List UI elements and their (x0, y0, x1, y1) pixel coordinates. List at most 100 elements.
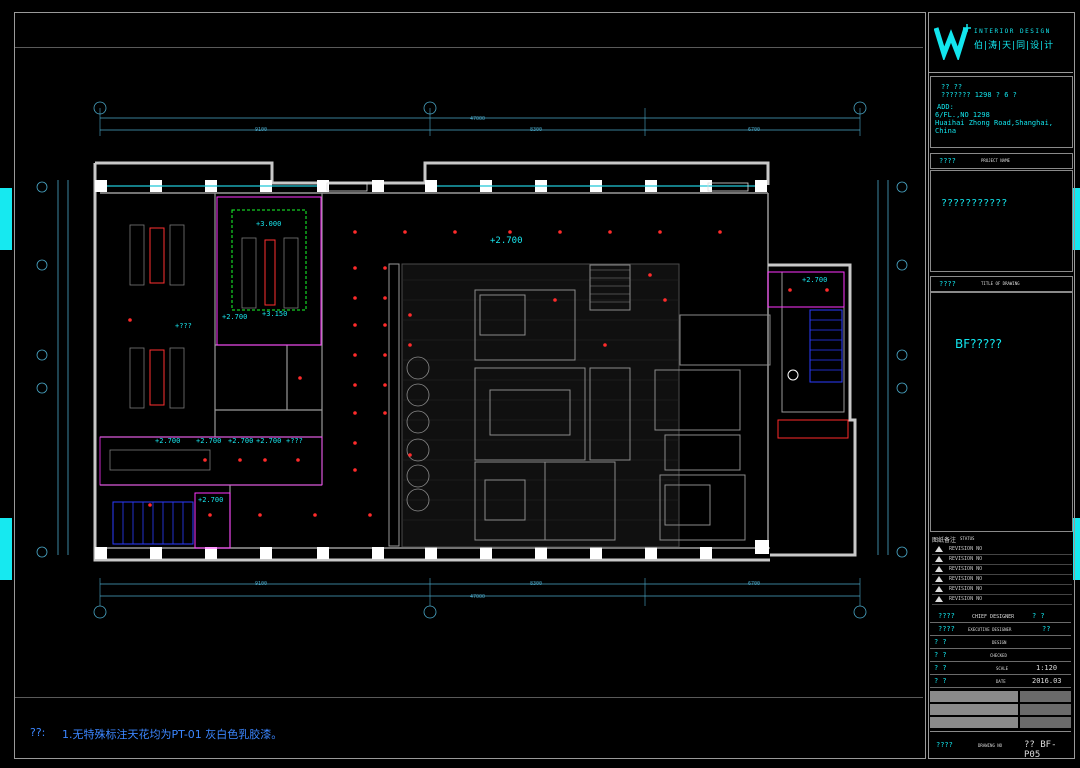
drawing-label-cn: ???? (939, 280, 956, 288)
signoff-value: 1:120 (1036, 664, 1058, 672)
revision-triangle-icon (935, 565, 943, 572)
floor-plan (36, 101, 908, 619)
right-edge-marker (1073, 188, 1080, 250)
address-line-1: ?? ?? (941, 83, 963, 91)
ceiling-height-label: +??? (175, 322, 192, 330)
drawing-title-box: BF????? (930, 292, 1073, 532)
signoff-row: ???? EXECUTIVE DESIGNER ?? (930, 623, 1071, 636)
revision-row: REVISION NO (932, 565, 1072, 575)
dimension-overall-top: 47000 (470, 116, 486, 122)
signoff-value: ?? (1042, 625, 1051, 633)
signoff-label-en: DESIGN (992, 640, 1007, 645)
title-block (928, 12, 1075, 759)
dimension-bottom: 8300 (530, 581, 543, 587)
revision-triangle-icon (935, 575, 943, 582)
signoff-row: ? ? CHECKED (930, 649, 1071, 662)
drawing-title-header: ???? TITLE OF DRAWING (930, 276, 1073, 292)
address-line-2: ??????? 1298 ? 6 ? (941, 91, 1017, 99)
drawing-title: BF????? (955, 337, 1002, 351)
revision-row: REVISION NO (932, 595, 1072, 605)
drawing-label-en: TITLE OF DRAWING (981, 281, 1020, 286)
notes-divider (15, 697, 923, 698)
signoff-value: 2016.03 (1032, 677, 1062, 685)
revision-label: REVISION NO (949, 546, 983, 552)
ceiling-height-label: +2.700 (256, 437, 282, 445)
divider (928, 72, 1073, 73)
address-en-1: 6/FL.,NO 1298 (935, 111, 990, 119)
dimension-bottom: 6700 (748, 581, 761, 587)
ceiling-height-label: +3.000 (256, 220, 282, 228)
ceiling-height-label: +2.700 (802, 276, 828, 284)
revision-label: REVISION NO (949, 566, 983, 572)
project-label-cn: ???? (939, 157, 956, 165)
revision-row: REVISION NO (932, 555, 1072, 565)
revision-label: REVISION NO (949, 596, 983, 602)
signoff-label-cn: ? ? (934, 677, 947, 685)
signoff-label-en: SCALE (996, 666, 1009, 671)
ceiling-height-label: +2.700 (196, 437, 222, 445)
dimension-top: 9100 (255, 127, 268, 133)
revision-triangle-icon (935, 585, 943, 592)
drawing-number-label-cn: ???? (936, 741, 953, 749)
dimension-bottom: 9100 (255, 581, 268, 587)
signoff-row: ? ? DESIGN (930, 636, 1071, 649)
blank-row (1020, 704, 1071, 715)
logo-mark-icon (934, 24, 971, 60)
signoff-value: ? ? (1032, 612, 1045, 620)
blank-row (930, 704, 1018, 715)
note-label: ??: (30, 726, 46, 739)
address-en-3: China (935, 127, 957, 135)
signoff-label-en: EXECUTIVE DESIGNER (968, 627, 1012, 632)
logo-brand-en: INTERIOR DESIGN (974, 28, 1051, 35)
signoff-table: ???? CHIEF DESIGNER ? ? ???? EXECUTIVE D… (930, 610, 1071, 690)
revision-label: REVISION NO (949, 586, 983, 592)
dimension-overall-bottom: 47000 (470, 594, 486, 600)
signoff-label-en: CHIEF DESIGNER (972, 614, 1015, 620)
project-box: ??????????? (930, 170, 1073, 272)
revision-row: REVISION NO (932, 585, 1072, 595)
ceiling-height-main: +2.700 (490, 236, 523, 246)
revision-header: 图纸备注 STATUS (930, 535, 1071, 544)
project-name: ??????????? (941, 198, 1008, 209)
signoff-row: ???? CHIEF DESIGNER ? ? (930, 610, 1071, 623)
logo: INTERIOR DESIGN 伯|涛|天|同|设|计 (932, 18, 1070, 68)
signoff-row: ? ? SCALE 1:120 (930, 662, 1071, 675)
drawing-number-label-en: DRAWING NO (978, 743, 1003, 748)
signoff-label-en: CHECKED (990, 653, 1007, 658)
signoff-label-cn: ???? (938, 612, 955, 620)
note-text: 1.无特殊标注天花均为PT-01 灰白色乳胶漆。 (62, 728, 283, 741)
revision-row: REVISION NO (932, 545, 1072, 555)
address-box: ?? ?? ??????? 1298 ? 6 ? ADD: 6/FL.,NO 1… (930, 76, 1073, 148)
revision-header-cn: 图纸备注 (932, 537, 957, 544)
revision-label: REVISION NO (949, 556, 983, 562)
ceiling-height-label: +2.700 (228, 437, 254, 445)
ceiling-height-label: +2.700 (222, 313, 248, 321)
signoff-label-cn: ? ? (934, 638, 947, 646)
revision-header-en: STATUS (960, 536, 975, 541)
left-edge-marker (0, 188, 12, 250)
blank-row (930, 691, 1018, 702)
drawing-number-row: ???? DRAWING NO ?? BF-P05 (930, 731, 1071, 760)
drawing-frame-inner-line (15, 47, 923, 48)
project-header: ???? PROJECT NAME (930, 153, 1073, 169)
ceiling-height-label: +2.700 (155, 437, 181, 445)
dimension-top: 6700 (748, 127, 761, 133)
signoff-label-cn: ? ? (934, 651, 947, 659)
revision-triangle-icon (935, 555, 943, 562)
blank-row (1020, 691, 1071, 702)
blank-row (930, 717, 1018, 728)
signoff-row: ? ? DATE 2016.03 (930, 675, 1071, 688)
dimension-top: 8300 (530, 127, 543, 133)
blank-row (1020, 717, 1071, 728)
revision-row: REVISION NO (932, 575, 1072, 585)
ceiling-height-label: +2.700 (198, 496, 224, 504)
left-edge-marker (0, 518, 12, 580)
project-label-en: PROJECT NAME (981, 158, 1010, 163)
signoff-label-cn: ? ? (934, 664, 947, 672)
drawing-frame (14, 12, 926, 759)
drawing-number: ?? BF-P05 (1024, 740, 1057, 760)
address-add-label: ADD: (937, 103, 954, 111)
signoff-label-cn: ???? (938, 625, 955, 633)
ceiling-height-label: +??? (286, 437, 303, 445)
address-en-2: Huaihai Zhong Road,Shanghai, (935, 119, 1054, 127)
